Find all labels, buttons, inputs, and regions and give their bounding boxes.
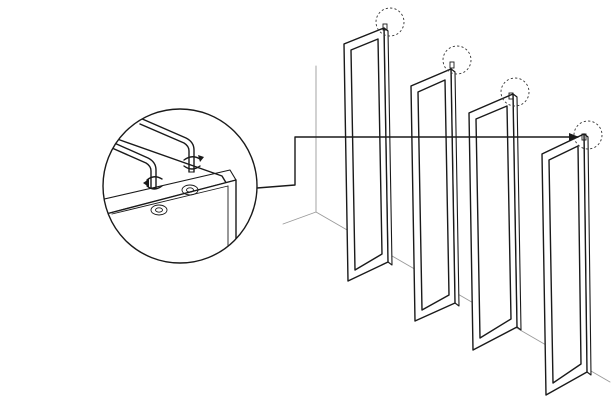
panel-1 — [343, 7, 405, 282]
zoom-detail-border — [102, 108, 258, 264]
panel-1-opening — [350, 38, 383, 271]
rotate-counterclockwise-icon — [183, 155, 204, 170]
panel-2-opening — [417, 79, 450, 311]
panel-3-bolt-marker — [500, 77, 530, 107]
panel-1-bolt-marker — [375, 7, 405, 37]
zoom-bolt-hole-right — [181, 184, 199, 196]
panel-3-opening — [475, 105, 512, 339]
panel-4 — [541, 120, 603, 396]
zoom-panel-front-line — [111, 185, 229, 215]
panel-4-bolt — [581, 133, 587, 141]
panel-2-bolt — [449, 61, 455, 69]
panel-4-bolt-marker — [573, 120, 603, 150]
panel-2 — [410, 45, 472, 322]
panel-1-bolt — [382, 23, 388, 31]
detail-leader-arrow — [256, 133, 579, 189]
floor-left-line — [282, 211, 317, 225]
panel-3-bolt — [508, 92, 514, 100]
rotate-clockwise-icon — [143, 176, 163, 190]
zoom-detail — [102, 108, 258, 264]
panel-2-bolt-marker — [442, 45, 472, 75]
panel-4-opening — [548, 145, 582, 384]
hex-key-right — [139, 117, 195, 173]
zoom-bolt-hole-left — [150, 204, 168, 216]
panel-3 — [468, 77, 530, 351]
